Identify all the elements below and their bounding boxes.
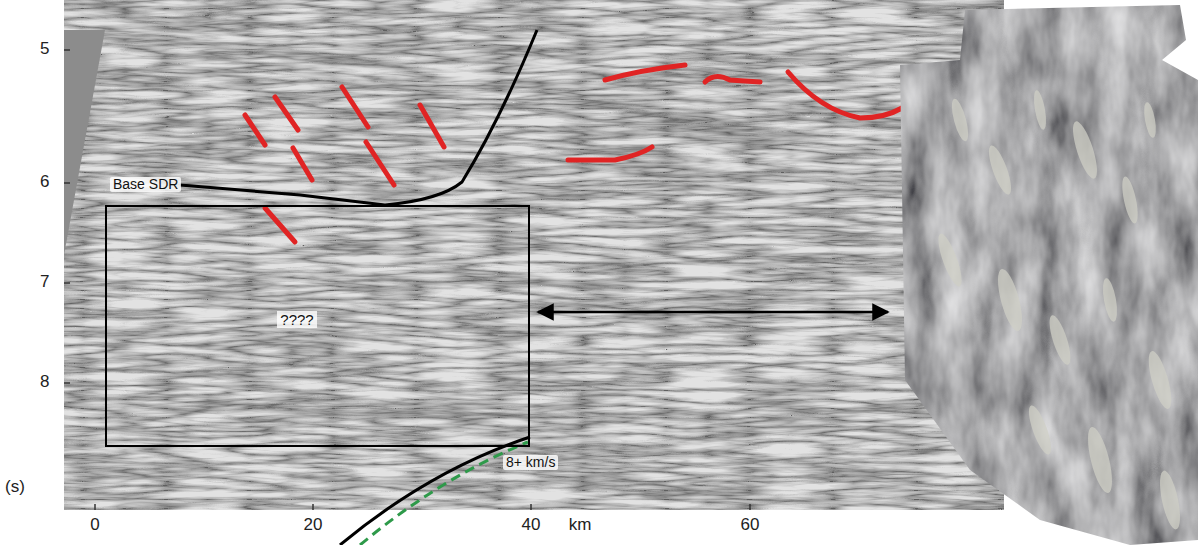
- axis-tick: 8: [40, 373, 49, 392]
- axis-tick: 60: [741, 516, 760, 535]
- interpretation-box: ????: [105, 205, 530, 447]
- axis-tick: 40: [522, 516, 541, 535]
- axis-tick: 6: [40, 173, 49, 192]
- axis-tick: 20: [304, 516, 323, 535]
- axis-unit: (s): [5, 478, 25, 497]
- box-label: ????: [277, 311, 316, 328]
- axis-tick: 5: [40, 40, 49, 59]
- axis-unit: km: [569, 516, 592, 535]
- axis-tick: 7: [40, 273, 49, 292]
- axis-tick: 0: [90, 516, 99, 535]
- velocity-label: 8+ km/s: [503, 455, 558, 470]
- horizon-label: Base SDR: [110, 177, 181, 192]
